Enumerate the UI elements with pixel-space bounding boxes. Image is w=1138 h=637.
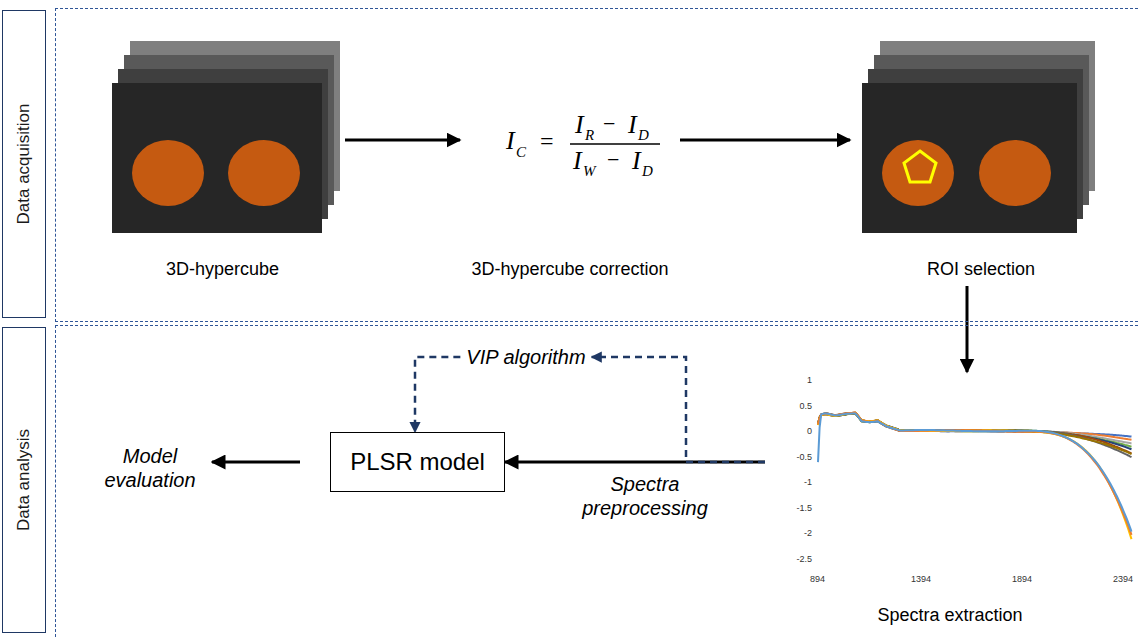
formula-symbol: I	[628, 112, 637, 138]
figure-caption: ROI selection	[850, 259, 1112, 280]
connector-line	[345, 139, 460, 142]
formula-symbol: W	[583, 164, 596, 179]
edge-label: Spectra preprocessing	[570, 472, 720, 520]
formula-symbol: I	[573, 148, 582, 174]
section-title: Data acquisition	[14, 104, 34, 225]
fraction-bar	[570, 143, 660, 145]
formula-symbol: D	[638, 128, 649, 143]
formula-symbol: D	[642, 164, 653, 179]
axis-tick: -1.5	[796, 503, 812, 513]
connector-line	[680, 139, 850, 142]
connector	[967, 286, 968, 372]
axis-tick: 1394	[911, 574, 931, 584]
connector-line	[966, 286, 969, 372]
axis-tick: 0.5	[799, 401, 812, 411]
formula-symbol: C	[516, 145, 526, 160]
connector	[345, 140, 460, 141]
axis-tick: 2394	[1113, 574, 1133, 584]
process-box: PLSR model	[330, 432, 505, 492]
figure-panel: 3D-hypercube correction	[460, 32, 680, 286]
connector	[415, 357, 765, 462]
edge-label: VIP algorithm	[466, 345, 585, 369]
axis-tick: -1	[804, 477, 812, 487]
axis-tick: -0.5	[796, 452, 812, 462]
formula-symbol: I	[506, 128, 515, 154]
section-band: Data acquisition 3D-hypercube 3D-hypercube…	[0, 8, 1138, 322]
figure-caption: 3D-hypercube correction	[460, 259, 680, 280]
section-title: Data analysis	[14, 429, 34, 531]
box-label: PLSR model	[350, 448, 485, 476]
formula-symbol: R	[585, 128, 594, 143]
formula-symbol: I	[632, 148, 641, 174]
output-label: Model evaluation	[98, 444, 202, 492]
axis-tick: 1894	[1012, 574, 1032, 584]
section-band: Data analysisSpectra extraction PLSR mode…	[0, 325, 1138, 637]
axis-tick: -2.5	[796, 554, 812, 564]
formula-symbol: I	[575, 112, 584, 138]
axis-tick: 894	[810, 574, 825, 584]
figure-caption: 3D-hypercube	[100, 259, 345, 280]
spectra-curves	[818, 413, 1132, 539]
formula-symbol: −	[603, 113, 615, 135]
figure-panel: ROI selection	[850, 32, 1112, 286]
spectrum-line	[818, 413, 1132, 539]
axis-tick: 0	[807, 426, 812, 436]
connector	[680, 140, 850, 141]
output-arrow	[212, 461, 300, 464]
spectrum-line	[818, 414, 1132, 455]
section-tab: Data acquisition	[2, 10, 46, 318]
dashed-region	[55, 325, 1138, 637]
section-tab: Data analysis	[2, 327, 46, 633]
spectrum-line	[818, 413, 1132, 535]
spectrum-line	[818, 413, 1132, 454]
figure-panel: Spectra extraction	[765, 372, 1135, 632]
figure-caption: Spectra extraction	[765, 605, 1135, 626]
hypercube-illustration	[112, 41, 340, 233]
formula-symbol: =	[540, 129, 554, 153]
roi-illustration	[862, 41, 1095, 233]
figure-panel: 3D-hypercube	[100, 32, 345, 286]
formula-symbol: −	[607, 149, 619, 171]
connector-line	[415, 357, 460, 432]
dashed-region	[55, 8, 1138, 322]
axis-tick: -2	[804, 528, 812, 538]
spectrum-line	[818, 413, 1132, 531]
axis-tick: 1	[807, 375, 812, 385]
connector-line	[592, 357, 765, 462]
